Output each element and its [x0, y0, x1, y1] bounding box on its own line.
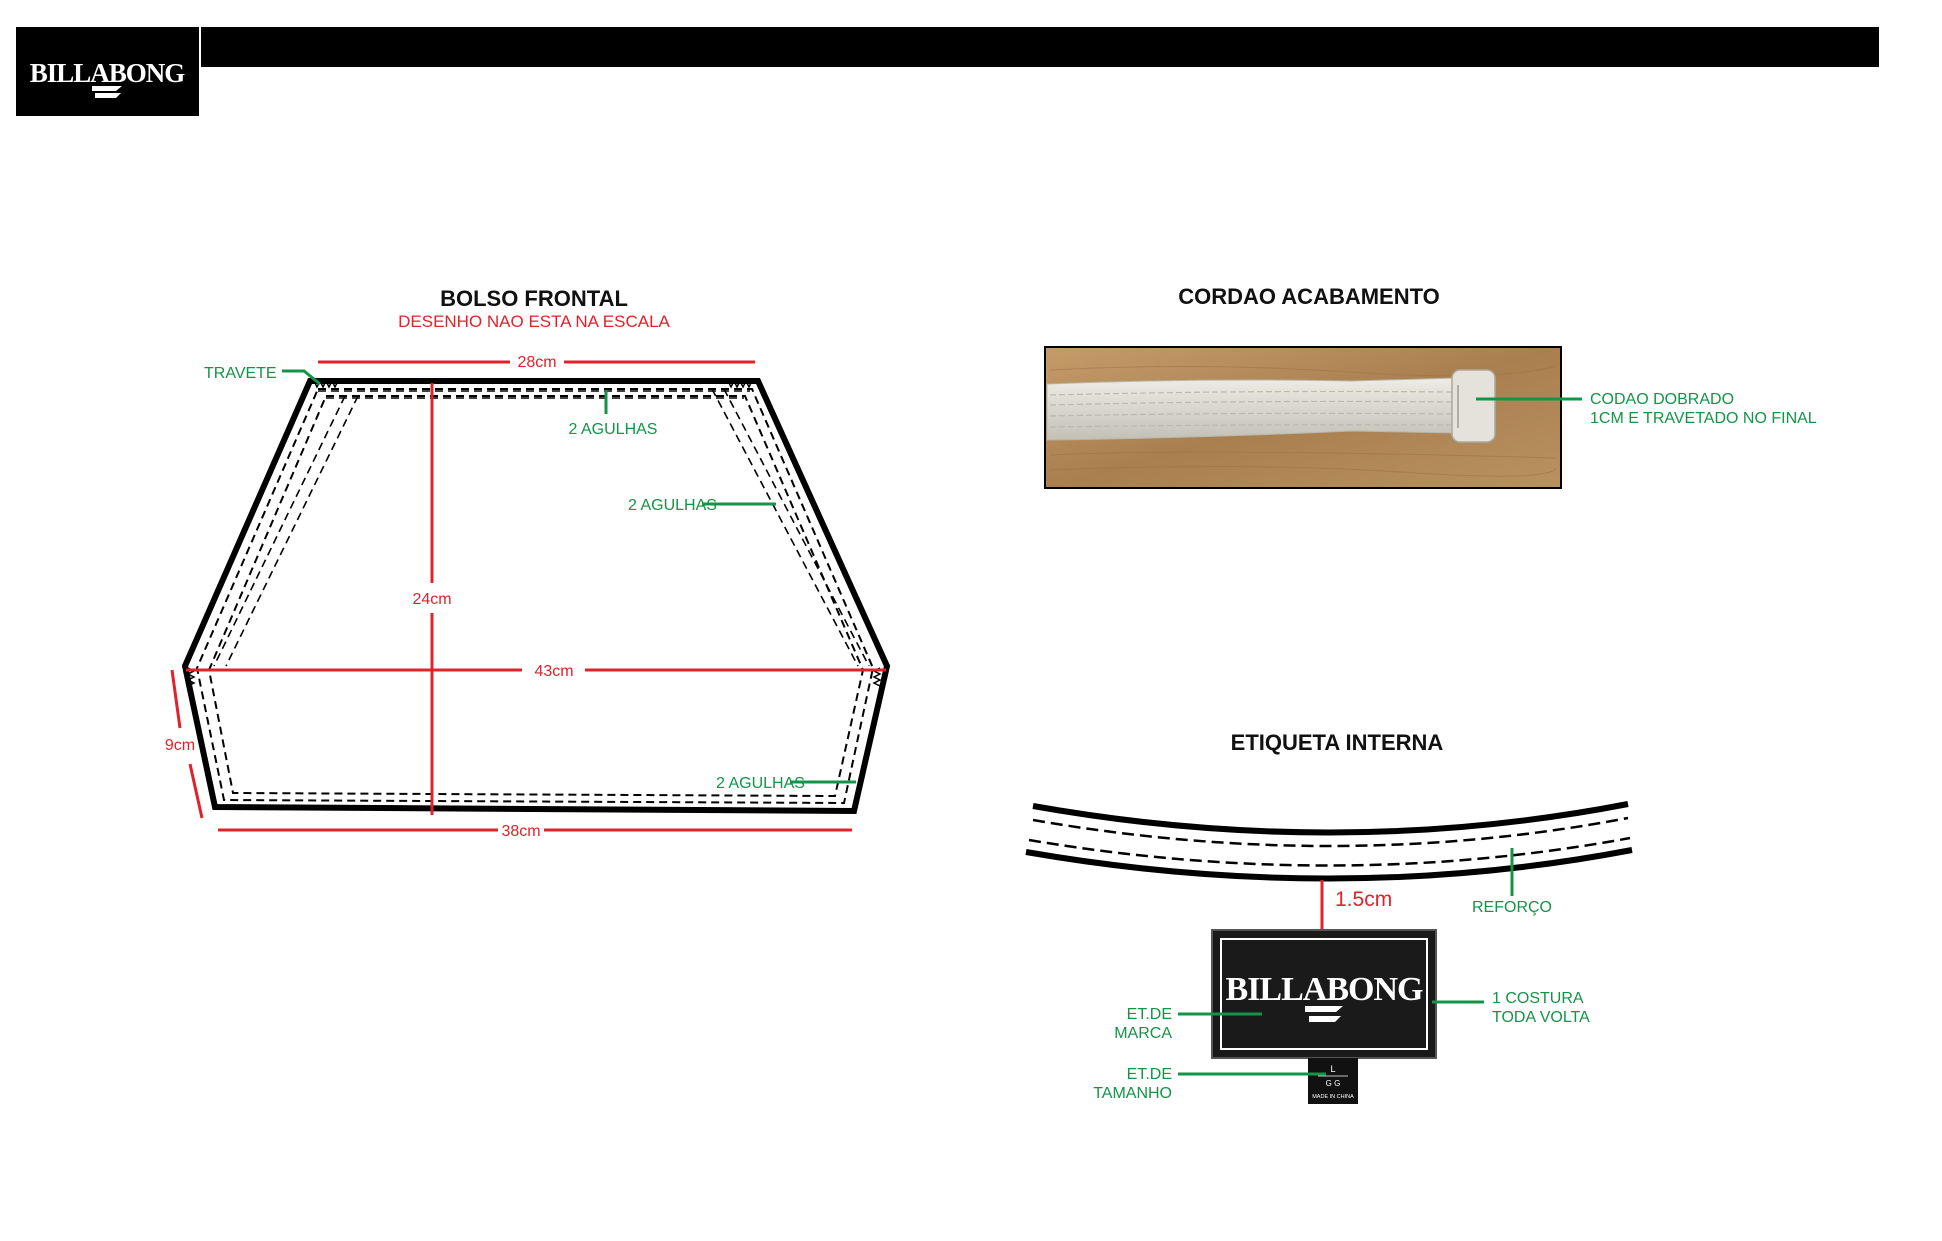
- waistband-stitch-top: [1032, 816, 1629, 848]
- cord-photo: [1044, 346, 1562, 489]
- logo-wave-icon: [92, 86, 122, 98]
- header: BILLABONG: [16, 27, 1879, 116]
- header-bar: [201, 27, 1879, 67]
- agulhas-top-label: 2 AGULHAS: [569, 421, 658, 438]
- dimension-lines: [170, 360, 886, 832]
- waistband-stitch-bottom: [1028, 836, 1631, 867]
- dim-top-width: 28cm: [517, 354, 556, 371]
- size-tag-gg: G G: [1326, 1079, 1341, 1088]
- agulhas-bottom-label: 2 AGULHAS: [716, 775, 805, 792]
- right-diag-seam-2: [723, 388, 870, 667]
- reforco-label: REFORÇO: [1472, 899, 1552, 916]
- brand-label-wordmark: BILLABONG: [1226, 971, 1423, 1008]
- bolso-callout-lines: [282, 369, 856, 784]
- cordao-section: CORDAO ACABAMENTO CODAO DOBRADO 1CM E TR…: [1044, 284, 1817, 489]
- cordao-callout-line1: CODAO DOBRADO: [1590, 391, 1734, 408]
- marca-line1: ET.DE: [1127, 1006, 1172, 1023]
- brand-label: BILLABONG: [1211, 929, 1437, 1059]
- pocket-stitch-inner: [207, 395, 865, 798]
- wood-grain: [1049, 365, 1557, 477]
- pocket-outline: [181, 378, 891, 815]
- cord-body: [1046, 377, 1456, 441]
- dim-9-line-top: [170, 669, 182, 729]
- etiqueta-title: ETIQUETA INTERNA: [1231, 730, 1444, 755]
- size-tag-body: [1308, 1058, 1358, 1104]
- dim-9-line-bottom: [188, 763, 204, 819]
- left-diag-seam-1: [213, 395, 346, 667]
- cord-braid: [1049, 390, 1453, 428]
- brand-label-inner-border: [1220, 938, 1428, 1050]
- waistband-top-edge: [1032, 801, 1629, 836]
- logo-wordmark: BILLABONG: [30, 58, 186, 88]
- left-diag-seam-2: [225, 395, 359, 667]
- bolso-subtitle: DESENHO NAO ESTA NA ESCALA: [398, 312, 670, 331]
- marca-line2: MARCA: [1114, 1025, 1172, 1042]
- size-tag-origin: MADE IN CHINA: [1312, 1094, 1354, 1100]
- travete-leader: [282, 369, 321, 386]
- tamanho-line1: ET.DE: [1127, 1066, 1172, 1083]
- dim-label-distance: 1.5cm: [1335, 888, 1392, 911]
- tamanho-line2: TAMANHO: [1093, 1085, 1172, 1102]
- costura-line2: TODA VOLTA: [1492, 1009, 1590, 1026]
- costura-line1: 1 COSTURA: [1492, 990, 1584, 1007]
- travete-mark-top-left: [313, 379, 339, 389]
- cord-folded-end: [1451, 369, 1496, 443]
- logo-box: [16, 27, 199, 116]
- bolso-frontal-section: BOLSO FRONTAL DESENHO NAO ESTA NA ESCALA: [165, 286, 891, 840]
- pocket-stitch-outer: [195, 388, 875, 805]
- bolso-title: BOLSO FRONTAL: [440, 286, 628, 311]
- dim-bottom-width: 38cm: [501, 823, 540, 840]
- waistband-bottom-edge: [1025, 847, 1633, 882]
- brand-label-wave-icon: [1305, 1006, 1343, 1022]
- billabong-logo: BILLABONG: [30, 58, 186, 98]
- cordao-title: CORDAO ACABAMENTO: [1178, 284, 1440, 309]
- dim-mid-width: 43cm: [534, 663, 573, 680]
- size-tag: L G G MADE IN CHINA: [1308, 1058, 1358, 1104]
- agulhas-side-label: 2 AGULHAS: [628, 497, 717, 514]
- right-diag-seam-1: [711, 388, 859, 667]
- dim-side-height: 9cm: [165, 737, 195, 754]
- brand-label-outer: [1211, 929, 1437, 1059]
- size-tag-l: L: [1330, 1064, 1335, 1074]
- dim-height: 24cm: [412, 591, 451, 608]
- travete-mark-top-right: [727, 379, 753, 389]
- travete-label: TRAVETE: [204, 365, 277, 382]
- etiqueta-leaders: [1178, 1000, 1484, 1076]
- etiqueta-section: ETIQUETA INTERNA 1.5cm REFORÇO BILLABONG…: [1025, 730, 1633, 1104]
- cordao-callout-line2: 1CM E TRAVETADO NO FINAL: [1590, 410, 1817, 427]
